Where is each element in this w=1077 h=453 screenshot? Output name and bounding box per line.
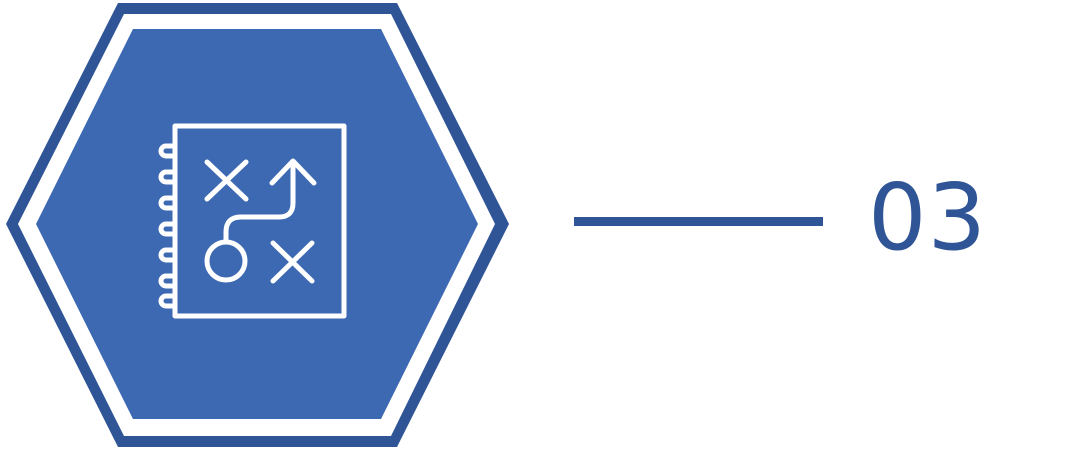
notebook-page <box>172 123 347 319</box>
x-mark-bottom <box>270 240 315 284</box>
connector-line <box>574 217 823 226</box>
step-hexagon <box>6 3 509 447</box>
step-number: 03 <box>868 164 988 271</box>
spiral-binding <box>158 143 178 309</box>
strategy-playbook-icon <box>158 123 347 319</box>
hexagon-inner-fill <box>36 29 478 419</box>
play-path <box>223 160 296 245</box>
x-mark-top <box>204 159 249 202</box>
play-arrow-head <box>269 158 317 186</box>
